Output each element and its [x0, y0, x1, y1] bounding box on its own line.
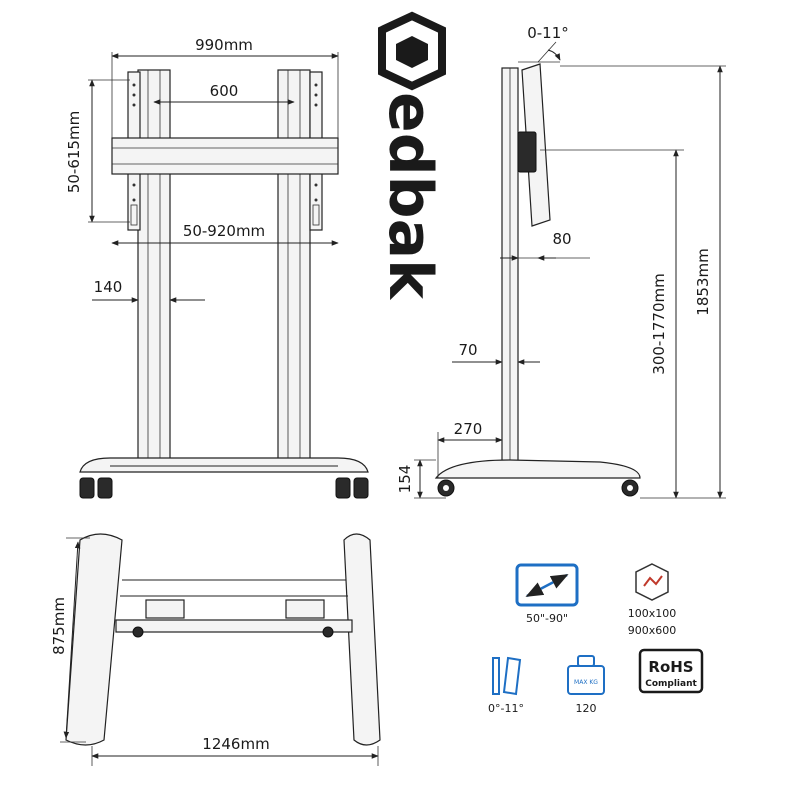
top-crossbar [115, 619, 353, 633]
right-foot [343, 533, 381, 746]
dim-column-spacing: 600 [210, 82, 239, 100]
dim-total-height: 1853mm [694, 248, 712, 315]
weight-icon-text: MAX KG [574, 679, 598, 686]
top-right-clamp [285, 599, 325, 619]
rohs-badge [638, 648, 704, 694]
dim-column-depth: 70 [458, 341, 477, 359]
rohs-title: RoHS [648, 658, 693, 676]
front-view: 990mm 600 50-615mm 50-920mm 140 [65, 36, 369, 499]
dim-base-depth: 270 [454, 420, 483, 438]
crossbar [111, 137, 339, 175]
side-base [434, 459, 641, 479]
dim-column-width: 140 [94, 278, 123, 296]
right-column [277, 69, 311, 471]
brand-name: edbak [375, 92, 445, 301]
left-column [137, 69, 171, 471]
side-view: 0-11° 80 70 270 154 300-1770mm 1853mm [396, 24, 726, 499]
dim-overall-width: 990mm [195, 36, 253, 54]
left-foot [65, 533, 123, 746]
dim-top-width: 1246mm [202, 735, 269, 753]
front-casters [79, 477, 369, 499]
dim-horizontal-adjust: 50-920mm [183, 222, 265, 240]
screen-size-label: 50"-90" [526, 612, 568, 625]
tilt-label: 0°-11° [488, 702, 524, 715]
top-left-clamp [145, 599, 185, 619]
dim-depth-offset: 80 [552, 230, 571, 248]
dim-vertical-adjust: 50-615mm [65, 111, 83, 193]
dim-tilt: 0-11° [527, 24, 569, 42]
feature-icons: 50"-90" 100x100 900x600 0°-11° MAX KG 12… [488, 563, 704, 715]
vesa-badge-icon [635, 563, 669, 601]
rohs-subtitle: Compliant [645, 679, 697, 689]
dim-top-depth: 875mm [50, 597, 68, 655]
tilt-icon [492, 657, 500, 695]
dim-mount-height: 300-1770mm [650, 273, 668, 374]
max-load-label: 120 [576, 702, 597, 715]
edbak-logo: edbak [375, 11, 446, 301]
vesa-large: 900x600 [628, 624, 677, 637]
top-view: 875mm 1246mm [50, 533, 381, 766]
front-base [79, 457, 369, 473]
dim-base-height: 154 [396, 465, 414, 494]
vesa-small: 100x100 [628, 607, 677, 620]
